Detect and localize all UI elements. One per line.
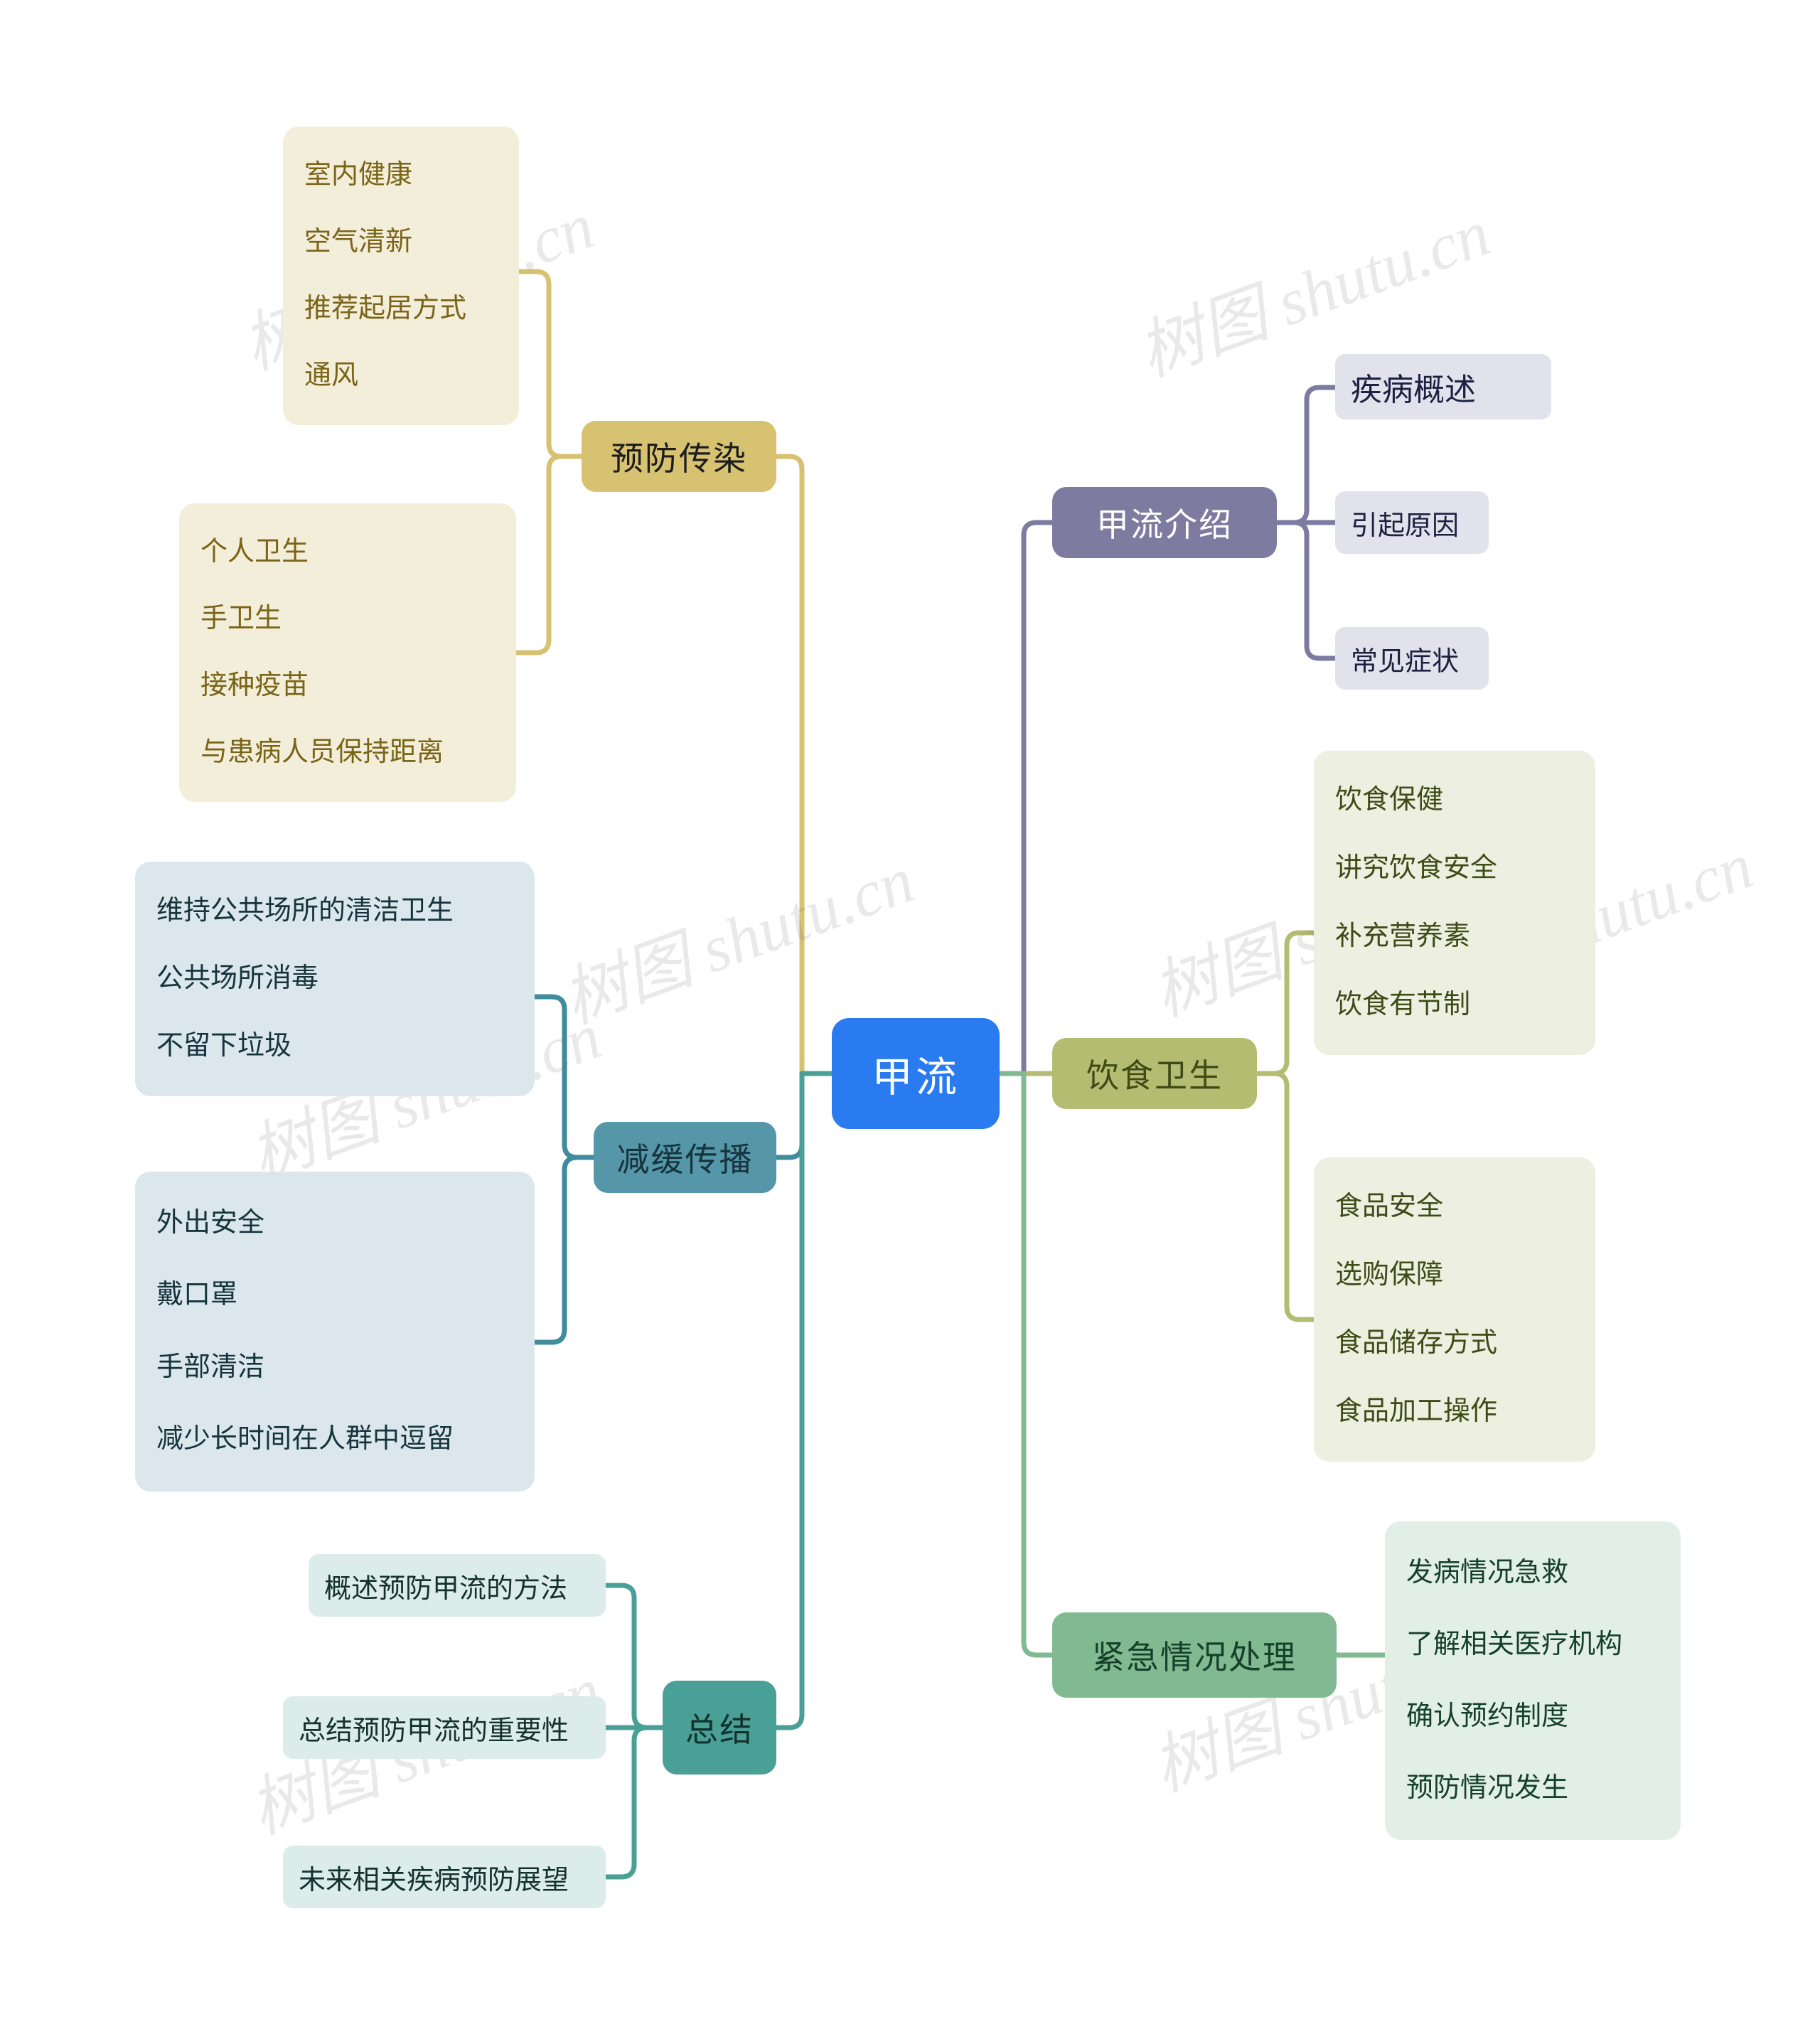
list-item: 补充营养素 [1335, 921, 1471, 952]
list-item: 推荐起居方式 [304, 294, 467, 324]
list-item: 手卫生 [200, 604, 282, 634]
link-root-slowspread [774, 1071, 835, 1160]
link-prevention-group1 [516, 269, 584, 459]
list-item: 个人卫生 [200, 537, 309, 567]
link-root-intro [997, 520, 1055, 1076]
branch-slowspread-label: 减缓传播 [616, 1141, 754, 1178]
diet-group-2[interactable]: 食品安全 选购保障 食品储存方式 食品加工操作 [1314, 1157, 1595, 1462]
list-item: 戴口罩 [156, 1280, 238, 1310]
link-intro-item3 [1274, 520, 1338, 661]
list-item: 空气清新 [304, 227, 413, 257]
slowspread-group-1[interactable]: 维持公共场所的清洁卫生 公共场所消毒 不留下垃圾 [135, 862, 535, 1096]
emergency-group[interactable]: 发病情况急救 了解相关医疗机构 确认预约制度 预防情况发生 [1385, 1521, 1681, 1840]
list-item: 接种疫苗 [200, 670, 309, 701]
list-item: 常见症状 [1351, 646, 1460, 677]
branch-intro[interactable]: 甲流介绍 [1052, 487, 1277, 558]
link-diet-group1 [1254, 930, 1317, 1076]
list-item: 了解相关医疗机构 [1406, 1629, 1623, 1659]
list-item: 饮食有节制 [1335, 990, 1471, 1020]
summary-item-3[interactable]: 未来相关疾病预防展望 [283, 1846, 606, 1908]
diet-group-1[interactable]: 饮食保健 讲究饮食安全 补充营养素 饮食有节制 [1314, 751, 1595, 1055]
link-root-summary [774, 1071, 835, 1730]
prevention-group-1[interactable]: 室内健康 空气清新 推荐起居方式 通风 [283, 127, 519, 425]
intro-item-2[interactable]: 引起原因 [1335, 491, 1489, 554]
list-item: 选购保障 [1335, 1260, 1444, 1290]
list-item: 外出安全 [156, 1207, 265, 1238]
branch-diet-label: 饮食卫生 [1086, 1057, 1223, 1094]
link-root-emergency [997, 1071, 1055, 1658]
list-item: 发病情况急救 [1406, 1557, 1569, 1588]
list-item: 讲究饮食安全 [1335, 853, 1498, 884]
list-item: 确认预约制度 [1406, 1701, 1569, 1731]
branch-emergency[interactable]: 紧急情况处理 [1052, 1612, 1337, 1698]
summary-item-2[interactable]: 总结预防甲流的重要性 [283, 1696, 606, 1759]
branch-prevention[interactable]: 预防传染 [582, 421, 776, 492]
root-label: 甲流 [871, 1054, 960, 1101]
list-item: 食品储存方式 [1335, 1328, 1498, 1359]
link-diet-group2 [1254, 1071, 1317, 1322]
list-item: 不留下垃圾 [156, 1031, 292, 1061]
link-intro-item1 [1274, 385, 1338, 525]
link-summary-item3 [603, 1725, 665, 1880]
watermark: 树图 shutu.cn [553, 843, 924, 1037]
list-item: 引起原因 [1351, 510, 1460, 541]
branch-summary[interactable]: 总结 [663, 1681, 776, 1775]
list-item: 疾病概述 [1351, 373, 1476, 407]
list-item: 手部清洁 [156, 1351, 265, 1382]
list-item: 预防情况发生 [1406, 1772, 1569, 1803]
slowspread-group-2[interactable]: 外出安全 戴口罩 手部清洁 减少长时间在人群中逗留 [135, 1172, 535, 1492]
list-item: 未来相关疾病预防展望 [299, 1865, 569, 1895]
list-item: 概述预防甲流的方法 [324, 1573, 568, 1604]
summary-item-1[interactable]: 概述预防甲流的方法 [309, 1554, 606, 1617]
intro-item-3[interactable]: 常见症状 [1335, 627, 1489, 690]
intro-item-1[interactable]: 疾病概述 [1335, 354, 1551, 419]
list-item: 减少长时间在人群中逗留 [156, 1424, 454, 1455]
link-slowspread-group2 [532, 1155, 596, 1345]
list-item: 公共场所消毒 [156, 963, 319, 994]
list-item: 室内健康 [304, 160, 413, 191]
root-node[interactable]: 甲流 [832, 1018, 1000, 1129]
list-item: 与患病人员保持距离 [200, 737, 444, 768]
branch-diet[interactable]: 饮食卫生 [1052, 1038, 1257, 1109]
branch-slowspread[interactable]: 减缓传播 [594, 1122, 776, 1193]
list-item: 总结预防甲流的重要性 [299, 1715, 569, 1746]
list-item: 食品加工操作 [1335, 1396, 1498, 1427]
prevention-group-2[interactable]: 个人卫生 手卫生 接种疫苗 与患病人员保持距离 [179, 503, 516, 802]
branch-summary-label: 总结 [685, 1711, 754, 1748]
list-item: 食品安全 [1335, 1192, 1444, 1222]
list-item: 饮食保健 [1335, 785, 1444, 815]
link-summary-item1 [603, 1583, 665, 1730]
list-item: 维持公共场所的清洁卫生 [156, 895, 454, 926]
list-item: 通风 [304, 360, 359, 391]
link-root-prevention [774, 454, 835, 1076]
branch-prevention-label: 预防传染 [611, 440, 747, 477]
link-slowspread-group1 [532, 994, 596, 1160]
branch-emergency-label: 紧急情况处理 [1092, 1639, 1297, 1676]
branch-intro-label: 甲流介绍 [1096, 506, 1233, 543]
link-prevention-group2 [513, 454, 584, 655]
